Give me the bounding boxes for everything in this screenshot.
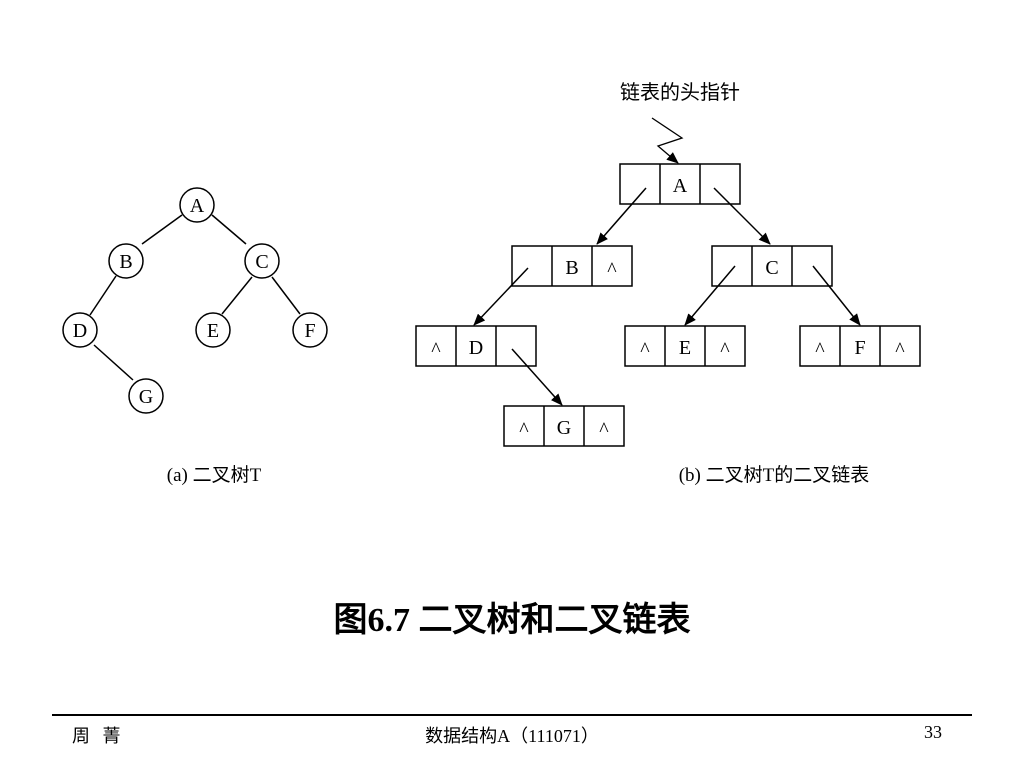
cell-data: B [565,257,578,279]
pointer-b-d [473,267,529,326]
node-label: F [304,320,315,342]
footer-divider [52,714,972,716]
node-label: D [73,320,87,342]
cell-data: C [765,257,778,279]
list-node-e: ^ E ^ [624,325,746,367]
cell-data: A [673,175,688,197]
node-label: A [190,195,205,217]
tree-a-node-b: B [108,243,144,279]
null-pointer: ^ [720,339,730,361]
null-pointer: ^ [519,419,529,441]
tree-a-node-d: D [62,312,98,348]
tree-a-node-f: F [292,312,328,348]
pointer-c-f [812,265,861,326]
tree-a: A B C D E F G (a) 二叉树T [62,187,328,486]
list-node-a: A [619,163,741,205]
edge-d-g [93,344,134,381]
cell-data: G [557,417,571,439]
list-node-f: ^ F ^ [799,325,921,367]
pointer-d-g [511,348,563,406]
null-pointer: ^ [607,259,617,281]
tree-b-caption: (b) 二叉树T的二叉链表 [679,464,870,486]
tree-a-edges [89,214,301,381]
pointer-arrows [473,187,861,406]
list-node-g: ^ G ^ [503,405,625,447]
tree-a-caption: (a) 二叉树T [167,464,262,486]
footer-page-number: 33 [924,722,942,742]
cell-data: E [679,337,691,359]
null-pointer: ^ [599,419,609,441]
node-label: E [207,320,219,342]
null-pointer: ^ [640,339,650,361]
pointer-a-b [596,187,647,245]
footer-author: 周 菁 [72,726,125,746]
tree-a-node-g: G [128,378,164,414]
footer-course: 数据结构A（111071） [425,726,599,746]
figure-title: 图6.7 二叉树和二叉链表 [333,602,691,639]
node-label: B [119,251,132,273]
pointer-a-c [713,187,771,245]
list-node-d: ^ D [415,325,537,367]
head-pointer-label: 链表的头指针 [620,80,740,104]
node-label: G [139,386,153,408]
tree-a-node-a: A [179,187,215,223]
null-pointer: ^ [815,339,825,361]
tree-a-node-e: E [195,312,231,348]
node-label: C [255,251,268,273]
pointer-c-e [684,265,736,326]
cell-data: F [854,337,865,359]
edge-b-d [89,275,117,316]
edge-c-f [271,276,301,315]
binary-tree-figure: A B C D E F G (a) 二叉树T 链表的头指针 [62,80,921,486]
tree-b: 链表的头指针 A B ^ C ^ D [415,80,921,486]
cell-data: D [469,337,483,359]
list-node-b: B ^ [511,245,633,287]
edge-c-e [221,276,253,315]
head-pointer-arrow [651,117,684,164]
edge-a-b [141,214,183,245]
null-pointer: ^ [431,339,441,361]
list-node-c: C [711,245,833,287]
edge-a-c [211,214,247,245]
null-pointer: ^ [895,339,905,361]
tree-a-node-c: C [244,243,280,279]
